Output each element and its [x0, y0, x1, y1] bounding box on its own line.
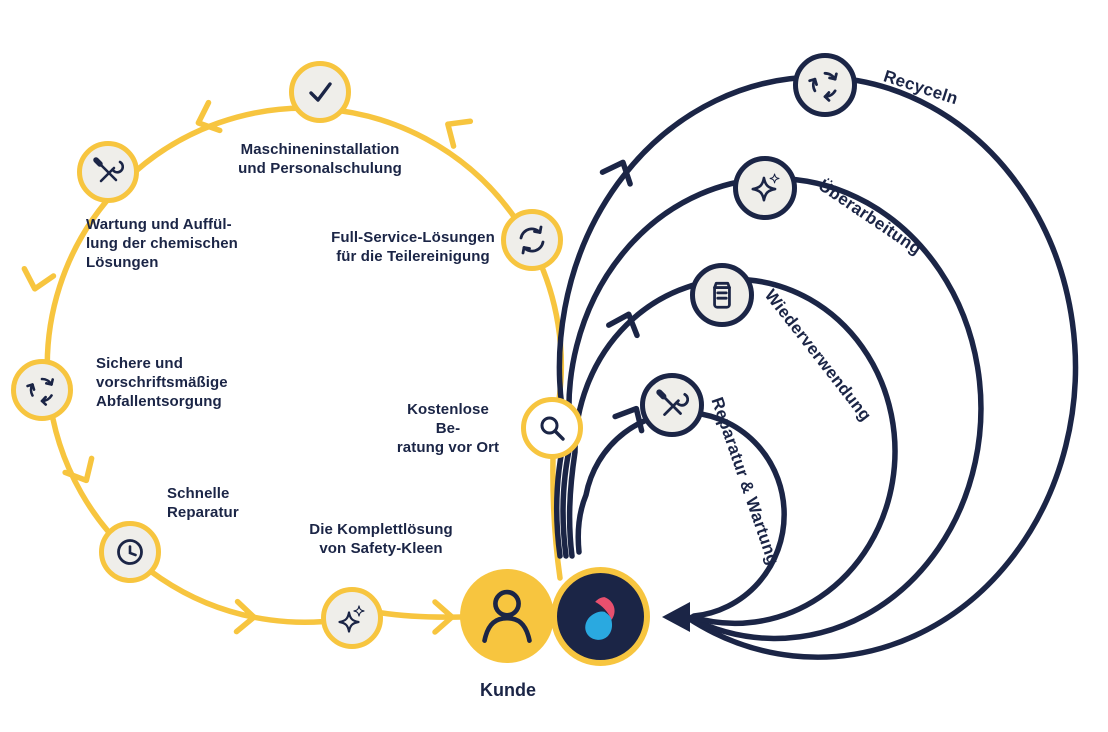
- loop-recyceln-path: [553, 74, 1079, 660]
- yellow-arrow-icon: [439, 112, 470, 146]
- loop-recyceln-node: [793, 53, 857, 117]
- step-installation-node: [289, 61, 351, 123]
- loop-ueberarbeitung-node: [733, 156, 797, 220]
- step-komplettloesung-label: Die Komplettlösung von Safety-Kleen: [309, 521, 453, 558]
- tools-icon: [92, 156, 124, 188]
- magnifier-icon: [540, 416, 565, 441]
- step-beratung-node: [521, 397, 583, 459]
- customer-label: Kunde: [480, 680, 536, 700]
- loop-reparatur-path: [575, 409, 787, 619]
- step-komplettloesung-node: [321, 587, 383, 649]
- loop-reparatur-wartung-node: [640, 373, 704, 437]
- customer-circle: [460, 569, 554, 663]
- yellow-arrow-icon: [20, 269, 53, 293]
- step-full-service-label: Full-Service-Lösungen für die Teilereini…: [331, 229, 495, 266]
- check-icon: [309, 82, 332, 102]
- person-icon: [478, 587, 536, 645]
- sync-arrows-icon: [519, 225, 545, 255]
- step-beratung-label: Kostenlose Be- ratung vor Ort: [396, 401, 500, 457]
- step-installation-label: Maschineninstallation und Personalschulu…: [238, 141, 402, 178]
- step-abfallentsorgung-label: Sichere und vorschriftsmäßige Abfallents…: [96, 355, 228, 411]
- step-wartung-node: [77, 141, 139, 203]
- recycle-icon: [808, 68, 842, 102]
- loop-wiederverwendung-node: [690, 263, 754, 327]
- loops-arrowhead-into-customer-icon: [662, 602, 690, 632]
- drum-icon: [713, 281, 731, 309]
- sparkle-icon: [748, 171, 782, 205]
- recycle-icon: [26, 374, 58, 406]
- step-wartung-label: Wartung und Auffül- lung der chemischen …: [86, 216, 238, 272]
- loop-ueberarbeitung-path: [560, 175, 984, 642]
- step-abfallentsorgung-node: [11, 359, 73, 421]
- yellow-arrow-icon: [65, 458, 99, 487]
- tools-icon: [655, 388, 689, 422]
- sparkles-icon: [336, 602, 368, 634]
- clock-icon: [117, 539, 143, 565]
- safety-kleen-logo: [584, 596, 615, 640]
- step-schnelle-reparatur-node: [99, 521, 161, 583]
- safety-kleen-logo-circle: [551, 567, 650, 666]
- step-schnelle-reparatur-label: Schnelle Reparatur: [167, 485, 239, 522]
- yellow-cycle-path: [44, 105, 565, 625]
- step-full-service-node: [501, 209, 563, 271]
